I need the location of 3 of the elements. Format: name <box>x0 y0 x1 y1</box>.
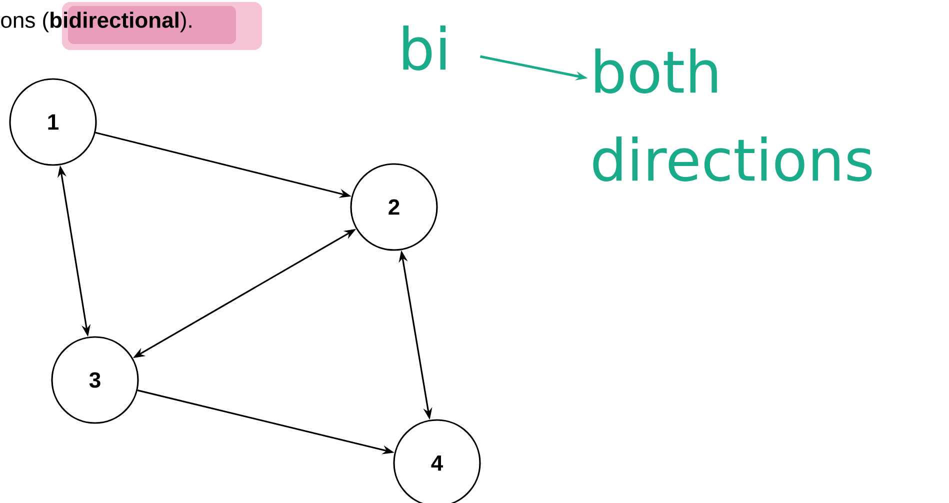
handwritten-text: bi <box>403 26 446 70</box>
handwritten-text: both directions <box>593 48 872 182</box>
highlighted-text: ons (bidirectional). <box>1 2 262 50</box>
